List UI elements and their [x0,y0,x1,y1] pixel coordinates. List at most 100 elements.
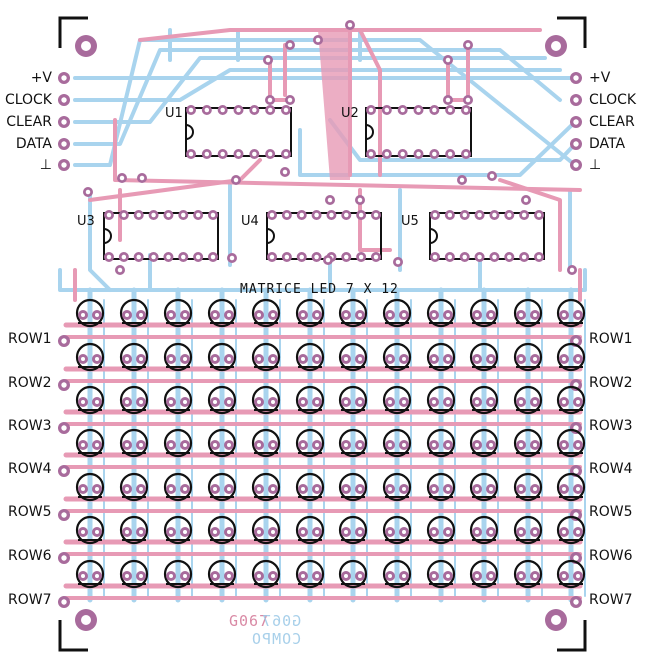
pad-hole [136,212,141,218]
pad-hole [136,254,141,260]
led-outline [426,515,456,545]
led-pad-hole [169,357,173,361]
led-pad-hole [388,530,392,534]
led-pad-hole [489,530,493,534]
led-pad-hole [358,443,362,447]
corner-mark [58,16,88,48]
led-pad-hole [489,574,493,578]
led-pad-hole [81,530,85,534]
led-pad-hole [344,400,348,404]
led [119,342,149,372]
led-outline [75,298,105,328]
led-pad-hole [344,574,348,578]
led-pad-hole [576,487,580,491]
led-outline [426,298,456,328]
pad-hole [465,42,471,48]
led-pad-hole [432,357,436,361]
led-outline [469,472,499,502]
pad-hole [106,212,112,218]
right-pin-label-ground: ⊥ [589,157,602,173]
led-pad-hole [169,443,173,447]
led [207,385,237,415]
led [338,472,368,502]
top-trace [73,56,547,124]
led-pad-hole [533,487,537,491]
led [75,298,105,328]
led [163,559,193,589]
pad-hole [329,212,334,218]
led-outline [469,298,499,328]
led [295,472,325,502]
ic-label-u4: U4 [241,214,259,229]
pad-hole [236,107,241,113]
led-outline [207,472,237,502]
led [75,559,105,589]
led-pad-hole [576,443,580,447]
led-outline [119,472,149,502]
led [556,428,586,458]
led [338,559,368,589]
led-pad-hole [301,357,305,361]
row-label-right: ROW4 [589,461,633,477]
pad-hole [447,151,453,157]
led-outline [513,515,543,545]
led-pad-hole [227,313,231,317]
led-pad-hole [139,443,143,447]
led-pad-hole [432,400,436,404]
led-pad-hole [301,400,305,404]
led-pad-hole [344,530,348,534]
pad-hole [573,555,579,561]
led-outline [469,385,499,415]
led-pad-hole [125,313,129,317]
led [426,515,456,545]
pad-hole [536,254,542,260]
pad-hole [573,97,579,103]
led [556,515,586,545]
led-pad-hole [125,357,129,361]
led [295,428,325,458]
led [338,385,368,415]
led-pad-hole [388,313,392,317]
led-pad-hole [519,357,523,361]
led-pad-hole [388,487,392,491]
led-pad-hole [446,487,450,491]
pad-hole [573,512,579,518]
led-pad-hole [125,443,129,447]
pad-hole [287,42,293,48]
led [163,515,193,545]
led [207,515,237,545]
led-outline [382,428,412,458]
mounting-hole-center [551,615,561,625]
led-pad-hole [95,530,99,534]
pad-hole [358,254,364,260]
ic-notch [429,228,438,244]
pad-hole [400,151,405,157]
led-pad-hole [213,400,217,404]
led [382,298,412,328]
led-pad-hole [402,357,406,361]
pad-hole [195,212,201,218]
pad-hole [573,338,579,344]
led-pad-hole [183,530,187,534]
led [338,298,368,328]
led-pad-hole [576,574,580,578]
pad-hole [573,162,579,168]
corner-mark [557,16,587,48]
led-pad-hole [388,400,392,404]
led [556,385,586,415]
led-pad-hole [257,313,261,317]
pad-hole [267,107,273,113]
led-pad-hole [519,313,523,317]
led-pad-hole [576,530,580,534]
led [207,428,237,458]
pad-hole [166,254,171,260]
led-outline [513,385,543,415]
pad-hole [267,97,273,103]
led-pad-hole [344,313,348,317]
led-outline [382,515,412,545]
pad-hole [283,107,289,113]
pad-hole [492,212,497,218]
row-label-left: ROW2 [8,375,52,391]
led-outline [469,515,499,545]
led-pad-hole [271,313,275,317]
